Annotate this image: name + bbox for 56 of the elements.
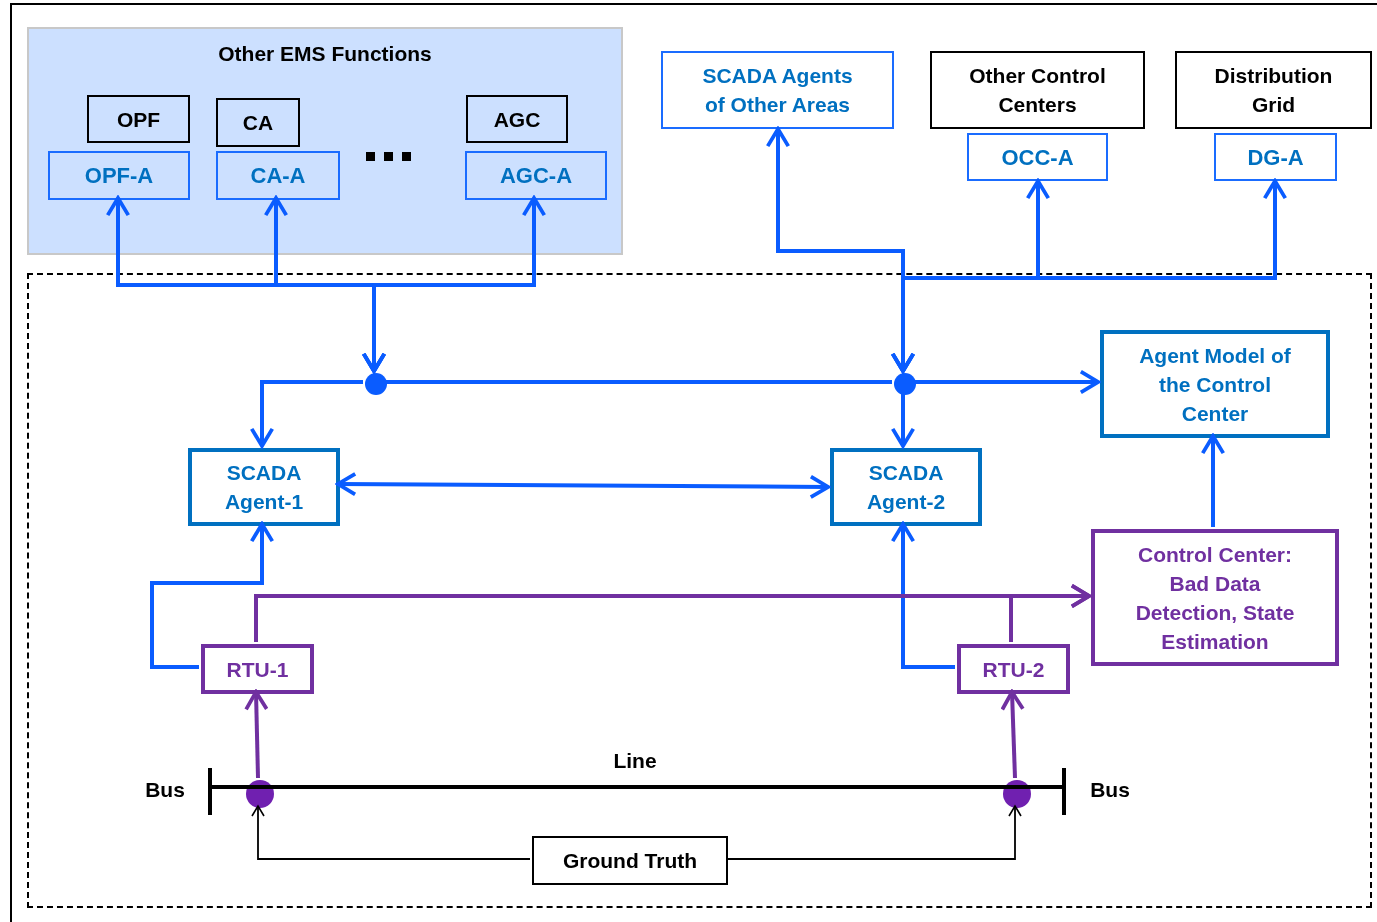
arrow: [361, 196, 547, 373]
node-label: SCADA Agents of Other Areas: [701, 63, 854, 118]
arrow: [890, 522, 955, 669]
process-box: [1175, 51, 1372, 129]
node-label: OPF: [115, 106, 162, 133]
arrow: [1000, 690, 1025, 779]
node-label: AGC: [492, 106, 542, 133]
boundary-region: [27, 273, 1372, 908]
text-label: Line: [612, 748, 658, 774]
group-title: Other EMS Functions: [217, 41, 433, 67]
process-box: [216, 98, 300, 147]
process-box: [957, 644, 1070, 694]
node-label: Control Center: Bad Data Detection, State Estimation: [1134, 541, 1296, 655]
node-label: CA: [241, 110, 275, 136]
arrow: [914, 369, 1100, 395]
node-label: Ground Truth: [561, 848, 699, 874]
process-box: [466, 95, 568, 143]
node-label: SCADA Agent-1: [223, 460, 305, 515]
agent-box: [1214, 133, 1337, 181]
node-label: AGC-A: [498, 162, 574, 190]
node-label: DG-A: [1246, 143, 1305, 172]
group-panel: [27, 27, 623, 255]
arrow: [249, 380, 363, 448]
process-box: [532, 836, 728, 885]
arrow: [244, 690, 269, 779]
arrow: [890, 179, 1288, 373]
agent-box: [661, 51, 894, 129]
agent-box: [216, 151, 340, 200]
process-box: [930, 51, 1145, 129]
arrow: [251, 805, 531, 860]
arrow: [336, 471, 830, 500]
arrow: [890, 393, 916, 448]
agent-box: [465, 151, 607, 200]
arrow: [150, 522, 275, 669]
node-label: Agent Model of the Control Center: [1138, 342, 1292, 427]
arrow: [1200, 434, 1226, 527]
arrow: [725, 805, 1022, 860]
process-box: [87, 95, 190, 143]
agent-box: [1100, 330, 1330, 438]
process-box: [1091, 529, 1339, 666]
agent-box: [967, 133, 1108, 181]
node-label: Distribution Grid: [1213, 63, 1334, 118]
node-label: CA-A: [249, 162, 307, 190]
process-box: [201, 644, 314, 694]
agent-box: [188, 448, 340, 526]
node-label: OCC-A: [1000, 143, 1075, 172]
agent-box: [48, 151, 190, 200]
agent-box: [830, 448, 982, 526]
node-label: Other Control Centers: [968, 63, 1107, 118]
node-label: RTU-2: [981, 656, 1046, 683]
text-label: Bus: [144, 777, 186, 803]
node-label: SCADA Agent-2: [865, 460, 947, 515]
node-label: OPF-A: [83, 162, 155, 190]
arrow: [1009, 583, 1091, 642]
node-label: RTU-1: [225, 656, 290, 683]
text-label: Bus: [1089, 777, 1131, 803]
